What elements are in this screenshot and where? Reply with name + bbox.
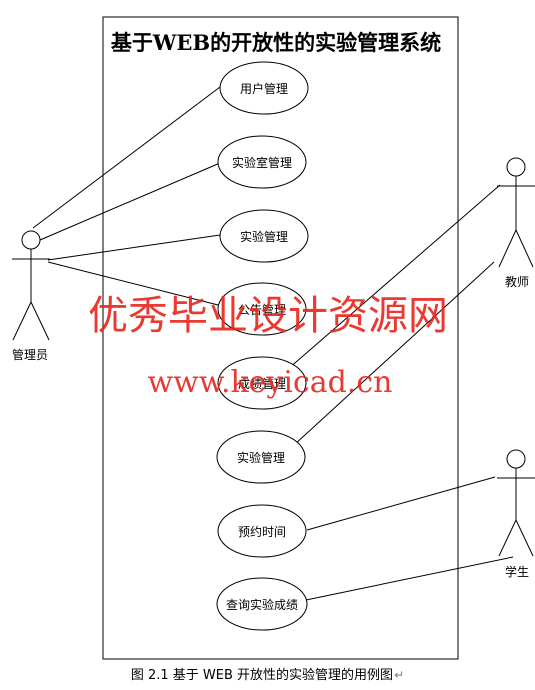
- assoc-admin-uc3: [47, 234, 221, 261]
- assoc-admin-uc2: [39, 162, 221, 241]
- system-boundary: [102, 16, 459, 660]
- assoc-teacher-uc5: [287, 184, 501, 370]
- use-case-label: 实验室管理: [232, 155, 292, 170]
- actor-head: [21, 230, 41, 250]
- use-case-lab-management[interactable]: 实验室管理: [217, 135, 307, 189]
- actor-head: [506, 449, 526, 469]
- use-case-query-score[interactable]: 查询实验成绩: [216, 577, 308, 631]
- actor-head: [506, 157, 526, 177]
- return-mark-icon: ↵: [394, 668, 405, 682]
- use-case-label: 实验管理: [237, 450, 285, 465]
- use-case-label: 预约时间: [238, 524, 286, 539]
- use-case-label: 实验管理: [240, 229, 288, 244]
- actor-admin-label: 管理员: [12, 347, 48, 362]
- use-case-label: 公告管理: [238, 302, 286, 317]
- assoc-student-uc8: [305, 556, 514, 601]
- use-case-teacher-experiment-management[interactable]: 实验管理: [216, 430, 306, 484]
- use-case-experiment-management[interactable]: 实验管理: [219, 209, 309, 263]
- assoc-teacher-uc6: [293, 261, 495, 446]
- use-case-label: 成绩管理: [238, 376, 286, 391]
- use-cases: 用户管理 实验室管理 实验管理 公告管理 成绩管理 实验管理 预约时间 查询实: [216, 61, 309, 631]
- assoc-admin-uc4: [47, 261, 223, 307]
- use-case-label: 用户管理: [240, 81, 288, 96]
- watermark-url: www.keyicad.cn: [147, 365, 392, 400]
- actor-student: [497, 449, 535, 557]
- use-case-notice-management[interactable]: 公告管理: [217, 282, 307, 336]
- actor-student-label: 学生: [505, 564, 529, 579]
- use-case-score-management[interactable]: 成绩管理: [217, 356, 307, 410]
- watermark-text: 优秀毕业设计资源网: [88, 293, 448, 339]
- system-title: 基于WEB的开放性的实验管理系统: [111, 30, 441, 55]
- actor-teacher: [497, 157, 535, 268]
- assoc-student-uc7: [306, 476, 496, 531]
- use-case-user-management[interactable]: 用户管理: [219, 61, 309, 115]
- actor-admin: [12, 230, 50, 341]
- assoc-admin-uc1: [32, 83, 225, 229]
- actor-teacher-label: 教师: [505, 274, 529, 289]
- figure-caption: 图 2.1 基于 WEB 开放性的实验管理的用例图↵: [0, 664, 535, 683]
- caption-text: 图 2.1 基于 WEB 开放性的实验管理的用例图: [130, 668, 394, 683]
- use-case-reserve-time[interactable]: 预约时间: [217, 504, 307, 558]
- associations: [32, 83, 514, 601]
- use-case-label: 查询实验成绩: [226, 597, 298, 612]
